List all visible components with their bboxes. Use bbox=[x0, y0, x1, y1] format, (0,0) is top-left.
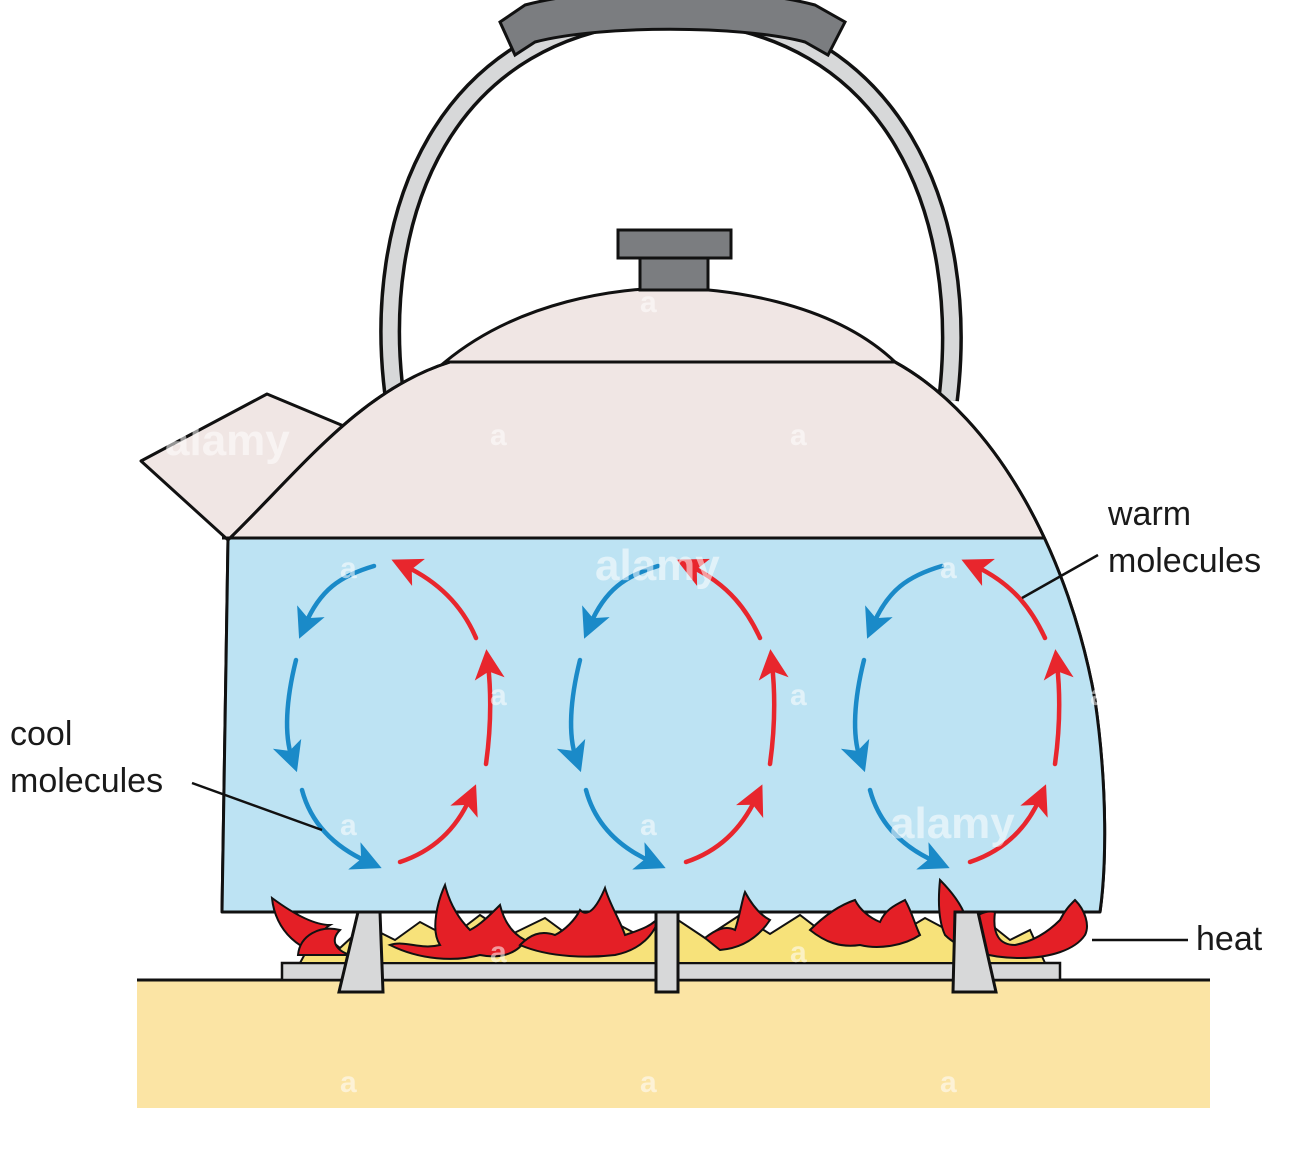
svg-text:a: a bbox=[640, 809, 657, 842]
convection-loop-right bbox=[840, 558, 1074, 870]
convection-loop-left bbox=[272, 558, 505, 870]
svg-text:a: a bbox=[490, 936, 507, 969]
svg-text:a: a bbox=[490, 419, 507, 452]
svg-text:a: a bbox=[790, 936, 807, 969]
cool-label-line1: cool bbox=[10, 715, 72, 753]
kettle-handle-grip bbox=[498, 0, 847, 58]
warm-label-line1: warm bbox=[1107, 495, 1191, 533]
svg-text:a: a bbox=[790, 679, 807, 712]
lid-knob-cap bbox=[616, 228, 733, 260]
cool-label-line2: molecules bbox=[10, 762, 163, 800]
svg-text:a: a bbox=[340, 1066, 357, 1099]
svg-text:a: a bbox=[340, 809, 357, 842]
svg-text:a: a bbox=[490, 679, 507, 712]
cool-leader-line bbox=[191, 781, 323, 832]
svg-text:a: a bbox=[1090, 679, 1107, 712]
svg-text:a: a bbox=[790, 419, 807, 452]
convection-loops bbox=[272, 558, 1074, 870]
warm-leader-line bbox=[1021, 553, 1099, 600]
svg-text:a: a bbox=[340, 552, 357, 585]
warm-label-line2: molecules bbox=[1108, 542, 1261, 580]
countertop bbox=[137, 980, 1210, 1108]
svg-text:a: a bbox=[940, 552, 957, 585]
svg-text:a: a bbox=[640, 1066, 657, 1099]
svg-text:alamy: alamy bbox=[595, 541, 720, 590]
svg-text:alamy: alamy bbox=[165, 416, 290, 465]
watermarks: alamy alamy alamy a a a a a a a a a a a … bbox=[165, 286, 1107, 1099]
kettle-lid bbox=[440, 286, 899, 364]
svg-text:a: a bbox=[940, 1066, 957, 1099]
svg-text:a: a bbox=[640, 286, 657, 319]
convection-loop-middle bbox=[556, 558, 789, 870]
burner-grate bbox=[337, 910, 998, 994]
heat-label: heat bbox=[1196, 920, 1263, 958]
svg-text:alamy: alamy bbox=[890, 799, 1015, 848]
